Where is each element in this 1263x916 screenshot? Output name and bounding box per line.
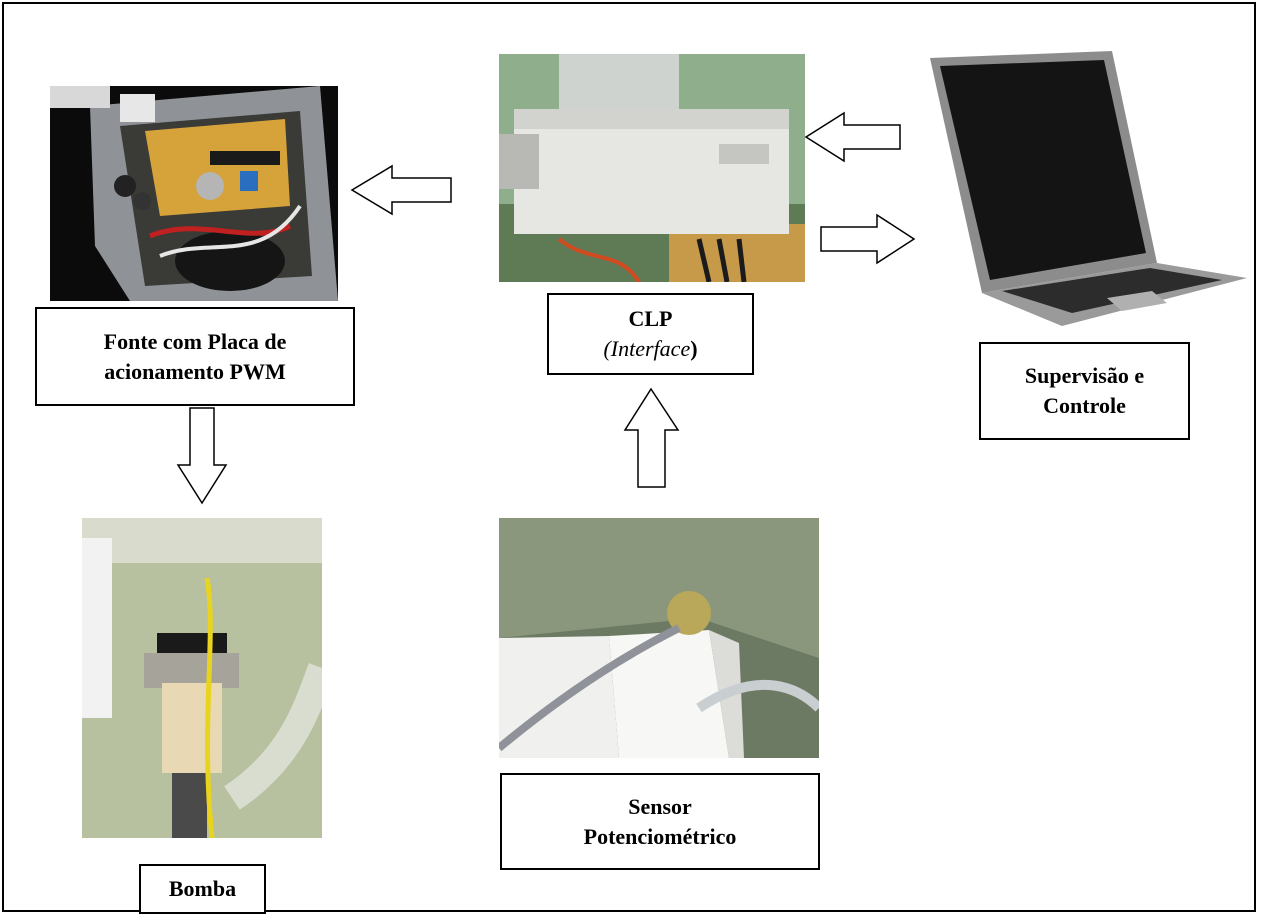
bomba-label-line1: Bomba [168, 876, 237, 901]
sensor-label-box: Sensor Potenciométrico [500, 773, 820, 870]
arrow-clp-to-fonte [350, 164, 452, 216]
pump-photo [82, 518, 322, 838]
supervisao-label-line1: Supervisão e [1024, 363, 1145, 388]
clp-label-line2: (Interface) [603, 334, 697, 364]
fonte-label-box: Fonte com Placa de acionamento PWM [35, 307, 355, 406]
clp-label-box: CLP (Interface) [547, 293, 754, 375]
clp-label-interface: Interface [610, 336, 691, 361]
clp-label-line1: CLP [628, 306, 673, 331]
clp-label-paren-close: ) [690, 336, 698, 361]
arrow-supervisao-to-clp [804, 111, 901, 163]
plc-photo [499, 54, 805, 282]
supervisao-label-box: Supervisão e Controle [979, 342, 1190, 440]
fonte-label-line1: Fonte com Placa de [103, 328, 287, 354]
arrow-fonte-to-bomba [176, 407, 228, 505]
supervisao-label-line2: Controle [1043, 393, 1126, 418]
fonte-label-line2: acionamento PWM [104, 358, 286, 384]
sensor-label-line1: Sensor [628, 793, 692, 819]
arrow-clp-to-supervisao [820, 213, 916, 265]
clp-label-paren-open: ( [603, 336, 611, 361]
bomba-label-box: Bomba [139, 864, 266, 914]
arrow-sensor-to-clp [623, 387, 680, 488]
laptop-photo [922, 48, 1250, 328]
sensor-label-line2: Potenciométrico [583, 823, 737, 849]
potentiometer-sensor-photo [499, 518, 819, 758]
pwm-board-photo [50, 86, 338, 301]
